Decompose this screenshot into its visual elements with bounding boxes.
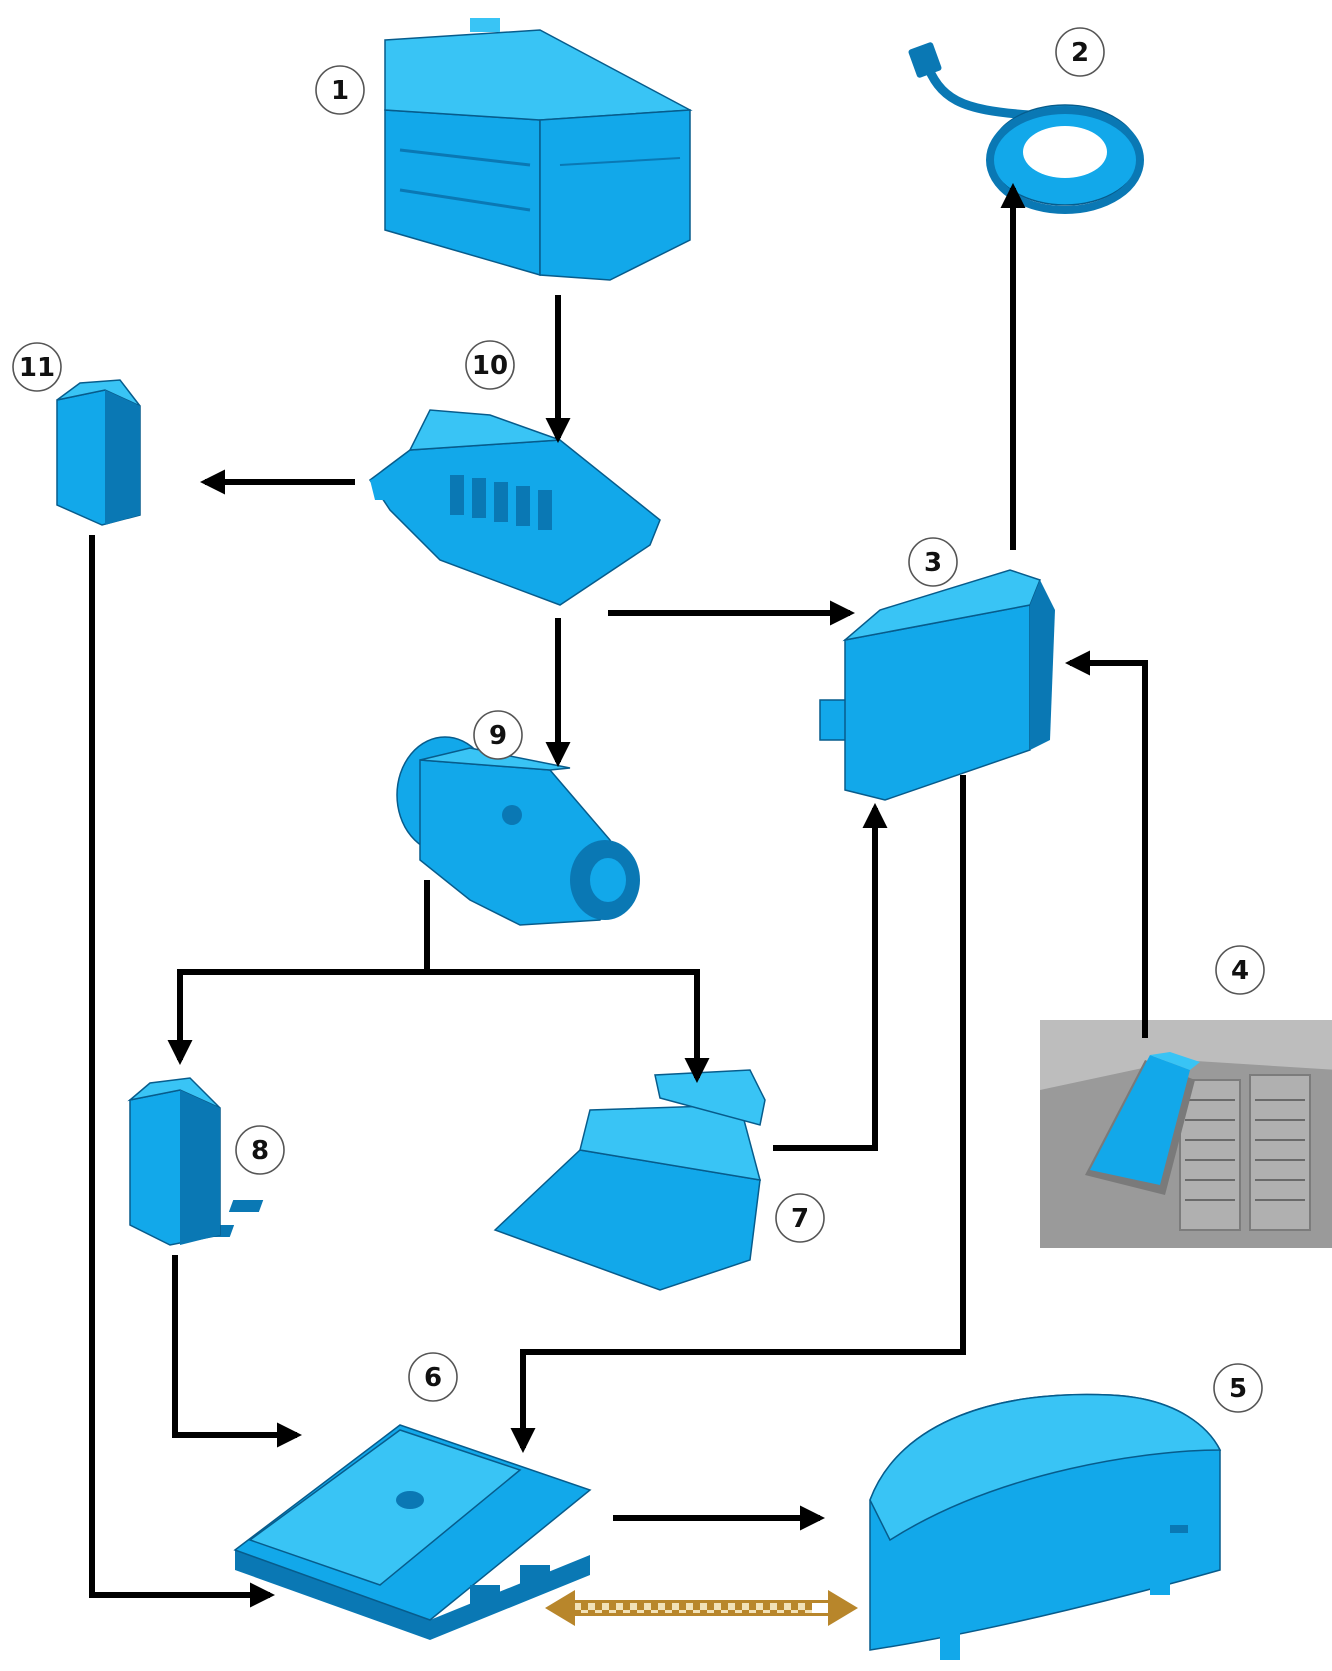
svg-text:3: 3 bbox=[924, 548, 942, 578]
callout-11: 11 bbox=[12, 342, 62, 392]
svg-text:9: 9 bbox=[489, 721, 507, 751]
callout-6: 6 bbox=[408, 1352, 458, 1402]
callout-1: 1 bbox=[315, 65, 365, 115]
svg-text:2: 2 bbox=[1071, 38, 1089, 68]
callout-5: 5 bbox=[1213, 1363, 1263, 1413]
component-clock-spring bbox=[908, 42, 1144, 214]
callout-9: 9 bbox=[473, 710, 523, 760]
component-ignition-switch bbox=[396, 736, 640, 926]
callout-3: 3 bbox=[908, 537, 958, 587]
callout-8: 8 bbox=[235, 1125, 285, 1175]
svg-text:4: 4 bbox=[1231, 956, 1249, 986]
arrow-7-to-3 bbox=[773, 802, 888, 1151]
arrow-3-to-6 bbox=[510, 775, 966, 1454]
svg-text:8: 8 bbox=[251, 1136, 269, 1166]
component-battery bbox=[384, 18, 693, 281]
connection-arrows bbox=[89, 182, 1148, 1626]
svg-text:10: 10 bbox=[472, 351, 508, 381]
arrow-4-to-3 bbox=[1064, 650, 1148, 1038]
bus-link-6-5 bbox=[545, 1590, 858, 1626]
svg-text:5: 5 bbox=[1229, 1374, 1247, 1404]
svg-text:7: 7 bbox=[791, 1204, 809, 1234]
arrow-11-to-6 bbox=[89, 535, 276, 1608]
arrow-9-to-7 bbox=[427, 969, 710, 1084]
component-power-distribution bbox=[368, 409, 661, 606]
arrow-9-to-8 bbox=[167, 880, 430, 1066]
svg-text:6: 6 bbox=[424, 1363, 442, 1393]
arrow-8-to-6 bbox=[172, 1255, 303, 1448]
component-instrument-cluster bbox=[869, 1393, 1222, 1660]
component-engine-control-module bbox=[233, 1424, 592, 1640]
svg-text:1: 1 bbox=[331, 76, 349, 106]
callout-10: 10 bbox=[465, 340, 515, 390]
component-installed-photo bbox=[1040, 1020, 1332, 1248]
callout-7: 7 bbox=[775, 1193, 825, 1243]
component-relay-8 bbox=[127, 1077, 221, 1246]
component-fuse-relay-box bbox=[136, 1069, 766, 1291]
component-control-module bbox=[819, 569, 1055, 801]
svg-text:11: 11 bbox=[19, 353, 55, 383]
callout-2: 2 bbox=[1055, 27, 1105, 77]
component-relay-11 bbox=[56, 379, 141, 526]
callout-4: 4 bbox=[1215, 945, 1265, 995]
